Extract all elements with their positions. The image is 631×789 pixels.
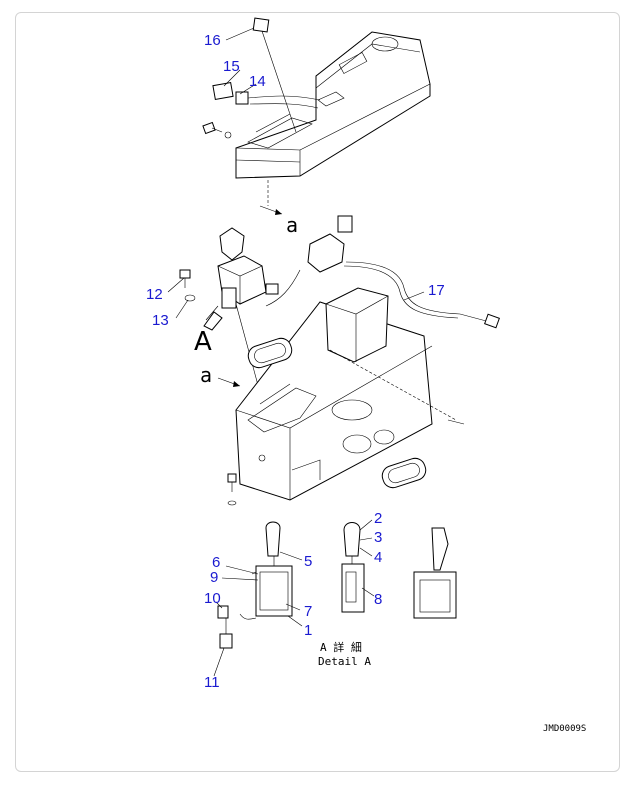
- callout-15: 15: [223, 58, 240, 75]
- detail-caption-jp: A 詳 細: [320, 640, 362, 654]
- callout-12: 12: [146, 286, 163, 303]
- callout-13: 13: [152, 312, 169, 329]
- gasket-lower: [381, 457, 427, 489]
- ref-view-A: A: [194, 327, 212, 357]
- ref-arrow-a-top: [259, 180, 283, 215]
- callout-9: 9: [210, 569, 218, 586]
- shift-lever-assembly: [217, 227, 267, 401]
- view-arrow-A: [203, 305, 223, 331]
- harness-17: [265, 215, 500, 329]
- callout-7: 7: [304, 603, 312, 620]
- ref-a-top: a: [286, 213, 298, 237]
- detail-leaders: [213, 519, 375, 677]
- callout-8: 8: [374, 591, 382, 608]
- console-box: [235, 287, 465, 501]
- callout-17: 17: [428, 282, 445, 299]
- callout-3: 3: [374, 529, 382, 546]
- callout-10: 10: [204, 590, 221, 607]
- ref-a-mid: a: [200, 363, 212, 387]
- callout-5: 5: [304, 553, 312, 570]
- callout-4: 4: [374, 549, 382, 566]
- callout-6: 6: [212, 554, 220, 571]
- bolt-12-13: [179, 269, 196, 302]
- switch-16: [252, 17, 297, 133]
- ref-arrow-a-mid: [217, 377, 241, 387]
- upper-leaders: [167, 27, 425, 319]
- switch-15-14: [212, 81, 321, 109]
- callout-11: 11: [204, 674, 220, 691]
- drawing-code: JMD0009S: [543, 724, 586, 734]
- cover-bolts: [202, 121, 232, 139]
- detail-view-side: [341, 522, 365, 613]
- callout-16: 16: [204, 32, 221, 49]
- console-cover: [235, 31, 431, 179]
- detail-view-rear: [413, 527, 457, 619]
- callout-2: 2: [374, 510, 382, 527]
- bottom-bolt: [227, 473, 237, 506]
- detail-view-front: [217, 521, 293, 649]
- callout-1: 1: [304, 622, 312, 639]
- gasket-upper: [247, 337, 293, 369]
- detail-caption-en: Detail A: [318, 655, 371, 668]
- callout-14: 14: [249, 73, 266, 90]
